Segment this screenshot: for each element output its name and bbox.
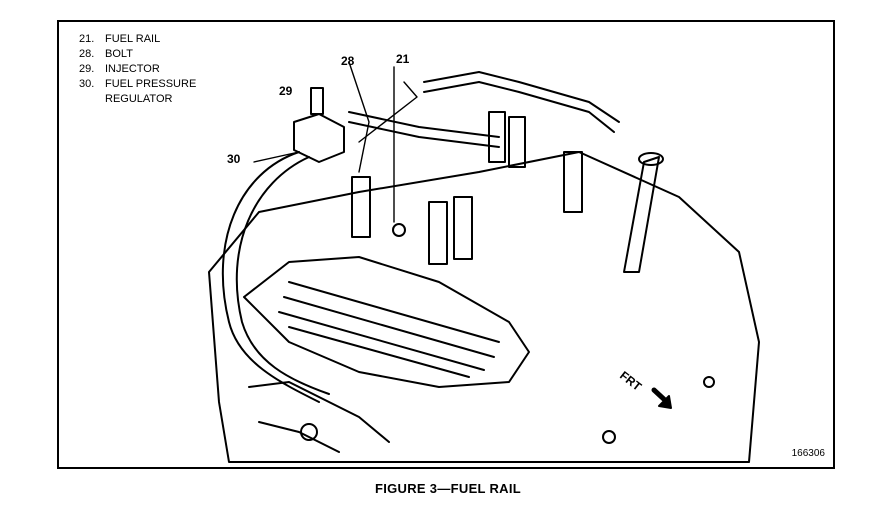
legend-item: 28. BOLT <box>79 47 196 62</box>
injector-4 <box>563 151 583 213</box>
legend-number: 21. <box>79 33 95 45</box>
legend-item: 30. FUEL PRESSURE <box>79 77 196 92</box>
legend-item: 21. FUEL RAIL <box>79 32 196 47</box>
legend-item: 29. INJECTOR <box>79 62 196 77</box>
callout-29: 29 <box>279 84 293 98</box>
throttle-neck <box>623 156 660 273</box>
fuel-line <box>221 151 320 403</box>
fuel-rail-shape <box>348 111 500 148</box>
injector-6 <box>508 116 526 168</box>
pressure-regulator <box>293 113 345 163</box>
engine-illustration <box>208 61 760 463</box>
bolt <box>392 223 406 237</box>
injector-2 <box>428 201 448 265</box>
injector-3 <box>453 196 473 260</box>
figure-caption: FIGURE 3—FUEL RAIL <box>374 481 521 496</box>
callout-30: 30 <box>227 152 241 166</box>
valve-cover <box>243 256 530 388</box>
injector-5 <box>488 111 506 163</box>
injector-1 <box>351 176 371 238</box>
figure-frame: 21. FUEL RAIL 28. BOLT 29. INJECTOR 30. … <box>57 20 835 469</box>
callout-28: 28 <box>341 54 355 68</box>
legend-label: FUEL RAIL <box>105 33 161 45</box>
legend-label: INJECTOR <box>105 63 160 75</box>
legend-label: FUEL PRESSURE <box>105 78 197 90</box>
callout-21: 21 <box>396 52 410 66</box>
legend-number: 29. <box>79 63 95 75</box>
legend-label: BOLT <box>105 48 133 60</box>
fuel-rail-right <box>423 71 620 123</box>
legend-number: 28. <box>79 48 95 60</box>
legend-label-continued: REGULATOR <box>105 93 173 105</box>
figure-number: 166306 <box>791 448 825 459</box>
engine-block <box>208 151 760 463</box>
parts-legend: 21. FUEL RAIL 28. BOLT 29. INJECTOR 30. … <box>79 32 196 107</box>
legend-number: 30. <box>79 78 95 90</box>
